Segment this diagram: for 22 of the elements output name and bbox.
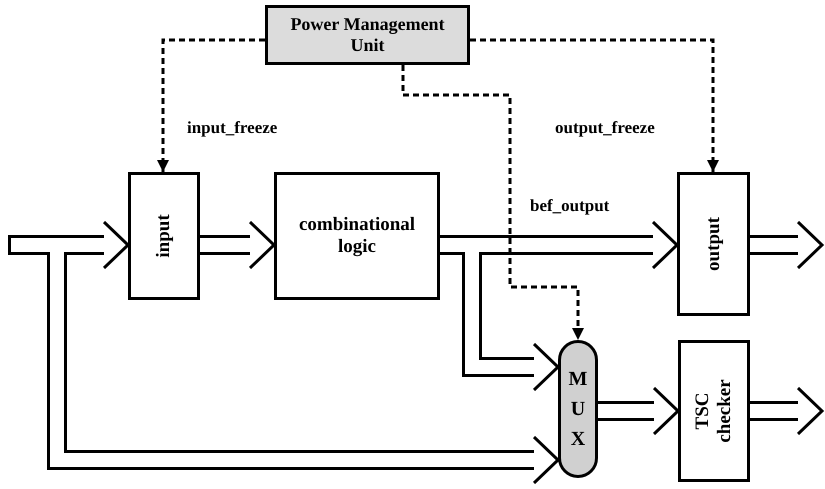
block-label: TSC checker <box>692 378 736 445</box>
block-label: output <box>702 216 724 273</box>
control-arrow <box>470 38 719 172</box>
multiplexer-block <box>558 340 598 478</box>
process-box <box>265 5 470 65</box>
process-box <box>274 172 440 300</box>
bus-arrow <box>750 220 824 270</box>
bus-arrow <box>598 386 680 436</box>
edge-label: bef_output <box>528 196 612 216</box>
edge-label: output_freeze <box>553 118 657 138</box>
control-arrow <box>157 38 265 172</box>
edge-label: input_freeze <box>185 118 280 138</box>
block-label: MUX <box>568 367 588 452</box>
control-arrow <box>402 65 584 340</box>
process-box <box>678 340 750 482</box>
block-label: input <box>153 213 175 260</box>
process-box <box>128 172 200 300</box>
block-label: combinational logic <box>298 214 416 258</box>
bus-arrow <box>750 386 824 436</box>
bus-arrow <box>200 220 276 270</box>
block-label: Power Management Unit <box>289 14 446 56</box>
process-box <box>677 172 750 316</box>
